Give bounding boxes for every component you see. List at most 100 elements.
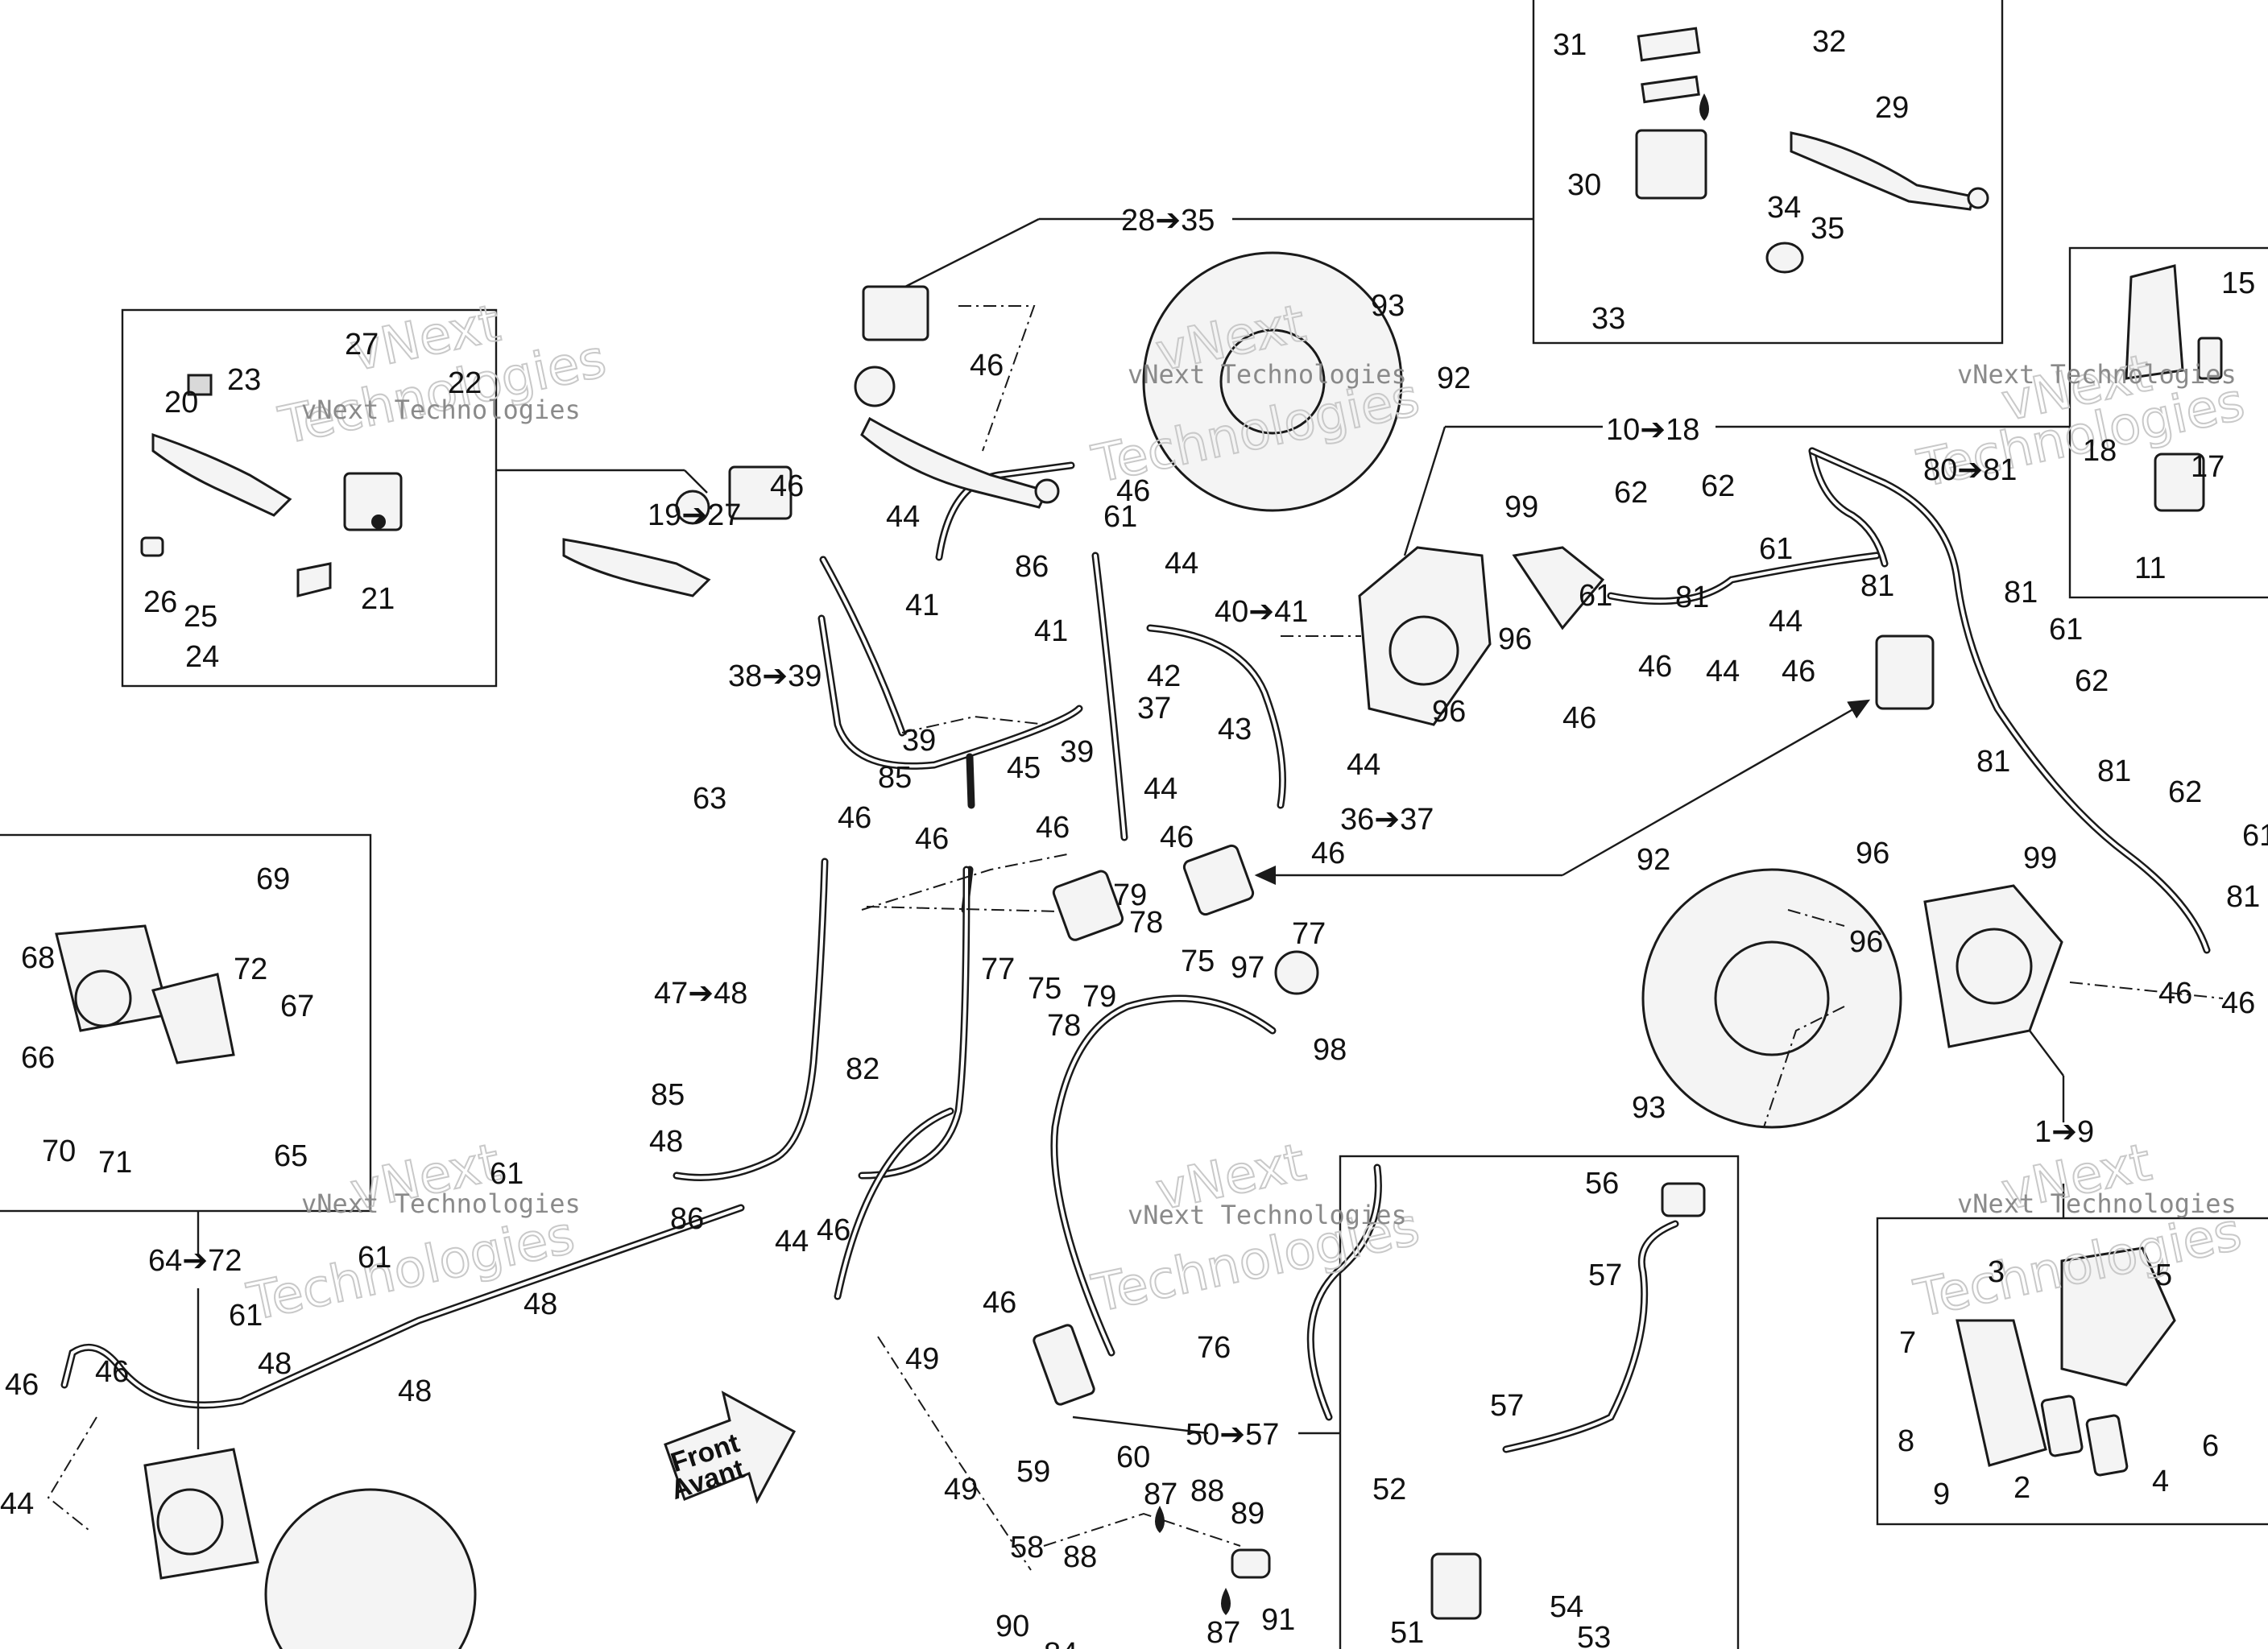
- part-label: 79: [1082, 980, 1116, 1014]
- callout-10-18: 10➔18: [1606, 413, 1699, 447]
- part-label: 85: [878, 761, 912, 795]
- part-label: 46: [1562, 701, 1596, 735]
- part-label: 88: [1190, 1474, 1224, 1508]
- part-label: 46: [1116, 474, 1150, 508]
- part-label: 71: [98, 1146, 132, 1180]
- range-callouts: 28➔35 19➔27 38➔39 40➔41 10➔18 80➔81 36➔3…: [148, 204, 2094, 1452]
- part-label: 48: [398, 1374, 432, 1408]
- part-label: 23: [227, 363, 261, 397]
- part-label: 84: [1044, 1637, 1078, 1649]
- watermark-text: vNext Technologies: [1128, 1200, 1407, 1230]
- part-label: 69: [256, 862, 290, 896]
- part-label: 32: [1812, 25, 1846, 59]
- part-shapes: [55, 27, 2223, 1649]
- part-label: 61: [2242, 819, 2268, 853]
- part-label: 57: [1588, 1258, 1622, 1292]
- part-label: 46: [2221, 986, 2255, 1020]
- part-label: 31: [1553, 28, 1587, 62]
- part-number-labels: 31 32 29 30 34 35 33 15 18 17 11 27 22 2…: [0, 25, 2268, 1649]
- part-label: 92: [1437, 362, 1471, 395]
- part-label: 44: [775, 1225, 809, 1258]
- part-label: 60: [1116, 1440, 1150, 1474]
- part-label: 75: [1028, 972, 1062, 1006]
- watermark-text: vNext Technologies: [301, 1188, 581, 1219]
- inset-master-cylinder-right: [1532, 0, 2004, 345]
- part-label: 41: [1034, 614, 1068, 648]
- part-label: 62: [2168, 775, 2202, 809]
- part-label: 72: [234, 953, 267, 986]
- part-label: 46: [970, 349, 1004, 382]
- part-label: 4: [2152, 1465, 2169, 1498]
- part-label: 34: [1767, 191, 1801, 225]
- part-label: 46: [915, 822, 949, 856]
- part-label: 77: [981, 953, 1015, 986]
- part-label: 49: [905, 1342, 939, 1376]
- part-label: 81: [1976, 745, 2010, 779]
- callout-40-41: 40➔41: [1215, 595, 1308, 629]
- part-label: 96: [1856, 837, 1889, 870]
- part-label: 11: [2134, 552, 2166, 585]
- part-label: 46: [817, 1213, 850, 1247]
- callout-36-37: 36➔37: [1340, 803, 1434, 837]
- part-label: 39: [902, 724, 936, 758]
- watermarks: vNext Technologies vNext Technologies vN…: [242, 293, 2250, 1333]
- part-label: 78: [1047, 1009, 1081, 1043]
- part-label: 42: [1147, 659, 1181, 693]
- part-label: 46: [983, 1286, 1016, 1320]
- part-label: 93: [1371, 289, 1405, 323]
- part-label: 78: [1129, 906, 1163, 940]
- part-label: 37: [1137, 692, 1171, 725]
- part-label: 22: [448, 366, 482, 400]
- part-label: 46: [1036, 811, 1070, 845]
- part-label: 49: [944, 1473, 978, 1506]
- part-label: 96: [1432, 695, 1466, 729]
- part-label: 39: [1060, 735, 1094, 769]
- part-label: 43: [1218, 713, 1252, 746]
- part-label: 90: [995, 1610, 1029, 1643]
- part-label: 81: [2226, 880, 2260, 914]
- part-label: 44: [1165, 547, 1198, 581]
- part-label: 7: [1899, 1326, 1916, 1360]
- part-label: 44: [1706, 655, 1740, 688]
- part-label: 46: [1160, 820, 1194, 854]
- part-label: 85: [651, 1078, 685, 1112]
- front-direction-arrow: Front Avant: [664, 1391, 797, 1506]
- part-label: 89: [1231, 1497, 1264, 1531]
- part-label: 62: [2075, 664, 2109, 698]
- part-label: 29: [1875, 91, 1909, 125]
- part-label: 44: [1769, 605, 1802, 639]
- part-label: 99: [1504, 490, 1538, 524]
- part-label: 8: [1898, 1424, 1914, 1458]
- part-label: 61: [2049, 613, 2083, 647]
- watermark-text: vNext Technologies: [1957, 1188, 2237, 1219]
- part-label: 51: [1390, 1616, 1424, 1649]
- part-label: 46: [1782, 655, 1815, 688]
- part-label: 56: [1585, 1167, 1619, 1201]
- part-label: 61: [490, 1157, 524, 1191]
- part-label: 46: [5, 1368, 39, 1402]
- part-label: 65: [274, 1139, 308, 1173]
- part-label: 91: [1261, 1603, 1295, 1637]
- callout-80-81: 80➔81: [1923, 453, 2017, 487]
- part-label: 82: [846, 1052, 879, 1086]
- part-label: 96: [1498, 622, 1532, 656]
- part-label: 86: [670, 1202, 704, 1236]
- part-label: 87: [1206, 1616, 1240, 1649]
- part-label: 5: [2155, 1258, 2172, 1292]
- part-label: 15: [2221, 267, 2255, 300]
- inset-caliper-front-left: [0, 833, 372, 1213]
- part-label: 68: [21, 941, 55, 975]
- callout-1-9: 1➔9: [2034, 1115, 2094, 1149]
- part-label: 44: [0, 1487, 34, 1521]
- part-label: 17: [2191, 450, 2225, 484]
- part-label: 92: [1637, 843, 1670, 877]
- part-label: 48: [524, 1287, 557, 1321]
- part-label: 59: [1016, 1455, 1050, 1489]
- part-label: 18: [2083, 434, 2117, 468]
- part-label: 81: [1675, 581, 1709, 614]
- part-label: 6: [2202, 1429, 2219, 1463]
- part-label: 77: [1292, 917, 1326, 951]
- part-label: 98: [1313, 1033, 1347, 1067]
- part-label: 61: [229, 1299, 263, 1333]
